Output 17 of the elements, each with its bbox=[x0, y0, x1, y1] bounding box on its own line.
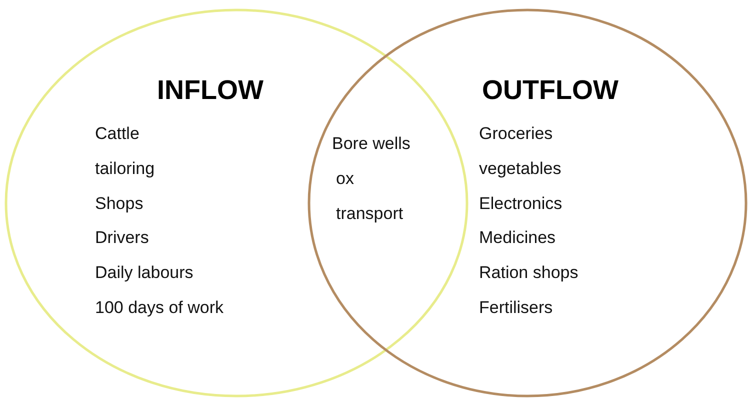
list-item: Bore wells bbox=[332, 134, 410, 154]
list-item: Electronics bbox=[479, 194, 562, 214]
list-item: Groceries bbox=[479, 124, 553, 144]
list-item: 100 days of work bbox=[95, 298, 224, 318]
list-item: transport bbox=[336, 204, 404, 224]
list-item: Drivers bbox=[95, 228, 149, 248]
list-item: Cattle bbox=[95, 124, 140, 144]
list-item: Ration shops bbox=[479, 263, 578, 283]
list-item: ox bbox=[336, 169, 354, 189]
set-heading: INFLOW bbox=[157, 74, 264, 106]
list-item: Shops bbox=[95, 194, 144, 214]
list-item: tailoring bbox=[95, 159, 155, 179]
set-heading: OUTFLOW bbox=[482, 74, 618, 106]
list-item: Daily labours bbox=[95, 263, 194, 283]
list-item: Fertilisers bbox=[479, 298, 553, 318]
list-item: vegetables bbox=[479, 159, 562, 179]
list-item: Medicines bbox=[479, 228, 556, 248]
